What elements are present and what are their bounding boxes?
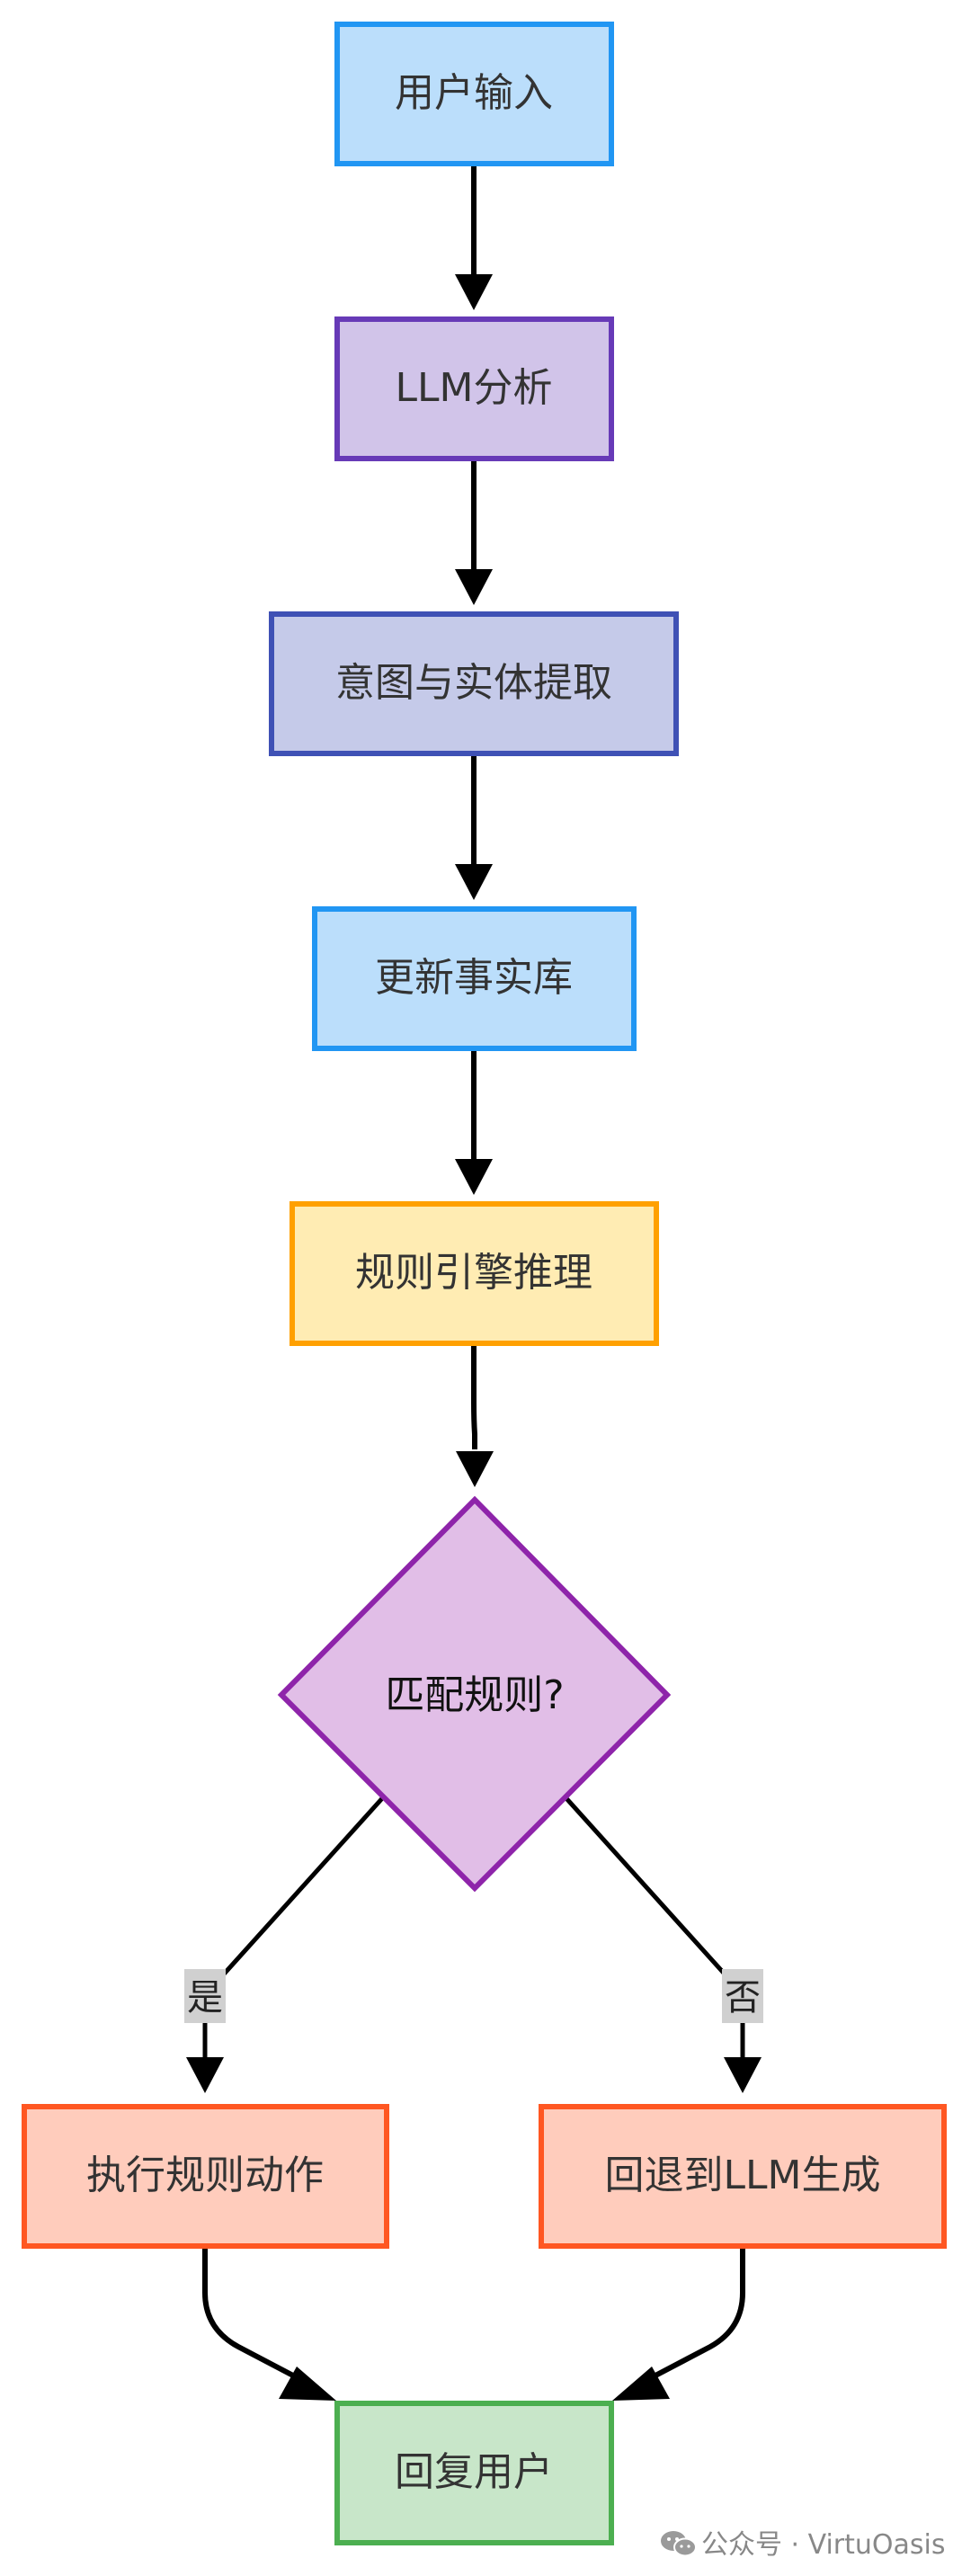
arrowhead-icon bbox=[456, 1451, 494, 1487]
arrowhead-icon bbox=[455, 864, 493, 900]
arrowhead-icon bbox=[612, 2367, 670, 2401]
edge-label-no: 否 bbox=[722, 1969, 763, 2023]
edge-label-no-text: 否 bbox=[725, 1977, 761, 2019]
node-rule-engine: 规则引擎推理 bbox=[290, 1201, 659, 1346]
arrowhead-icon bbox=[279, 2367, 336, 2401]
node-user-input: 用户输入 bbox=[334, 22, 614, 166]
arrowhead-icon bbox=[455, 1159, 493, 1195]
node-llm-analysis: LLM分析 bbox=[334, 316, 614, 461]
node-update-facts: 更新事实库 bbox=[312, 906, 637, 1051]
node-intent-extraction-label: 意图与实体提取 bbox=[335, 660, 612, 706]
node-fallback-llm: 回退到LLM生成 bbox=[539, 2104, 947, 2249]
node-execute-rule-label: 执行规则动作 bbox=[86, 2153, 324, 2198]
arrowhead-icon bbox=[455, 274, 493, 310]
node-execute-rule: 执行规则动作 bbox=[22, 2104, 389, 2249]
wechat-icon bbox=[661, 2531, 697, 2557]
arrowhead-icon bbox=[724, 2057, 762, 2093]
node-match-rule: 匹配规则? bbox=[277, 1495, 672, 1893]
arrowhead-icon bbox=[455, 569, 493, 605]
node-match-rule-label: 匹配规则? bbox=[385, 1672, 564, 1718]
edge-decision-no bbox=[563, 1795, 745, 2059]
node-update-facts-label: 更新事实库 bbox=[375, 955, 573, 1001]
edge-fallback-to-reply bbox=[637, 2246, 745, 2387]
node-llm-analysis-label: LLM分析 bbox=[396, 365, 553, 411]
node-user-input-label: 用户输入 bbox=[395, 70, 553, 116]
edge-execute-to-reply bbox=[202, 2246, 312, 2387]
node-intent-extraction: 意图与实体提取 bbox=[269, 611, 679, 756]
node-reply-user: 回复用户 bbox=[334, 2401, 614, 2545]
edge-rules-to-decision bbox=[471, 1343, 477, 1449]
arrowhead-icon bbox=[186, 2057, 224, 2093]
watermark-text: 公众号 · VirtuOasis bbox=[701, 2529, 946, 2561]
node-fallback-llm-label: 回退到LLM生成 bbox=[605, 2153, 881, 2198]
edge-decision-yes bbox=[202, 1795, 386, 2059]
watermark: 公众号 · VirtuOasis bbox=[661, 2529, 946, 2561]
edge-label-yes-text: 是 bbox=[187, 1977, 223, 2019]
edge-label-yes: 是 bbox=[184, 1969, 226, 2023]
node-reply-user-label: 回复用户 bbox=[395, 2449, 553, 2495]
node-rule-engine-label: 规则引擎推理 bbox=[355, 1250, 592, 1296]
